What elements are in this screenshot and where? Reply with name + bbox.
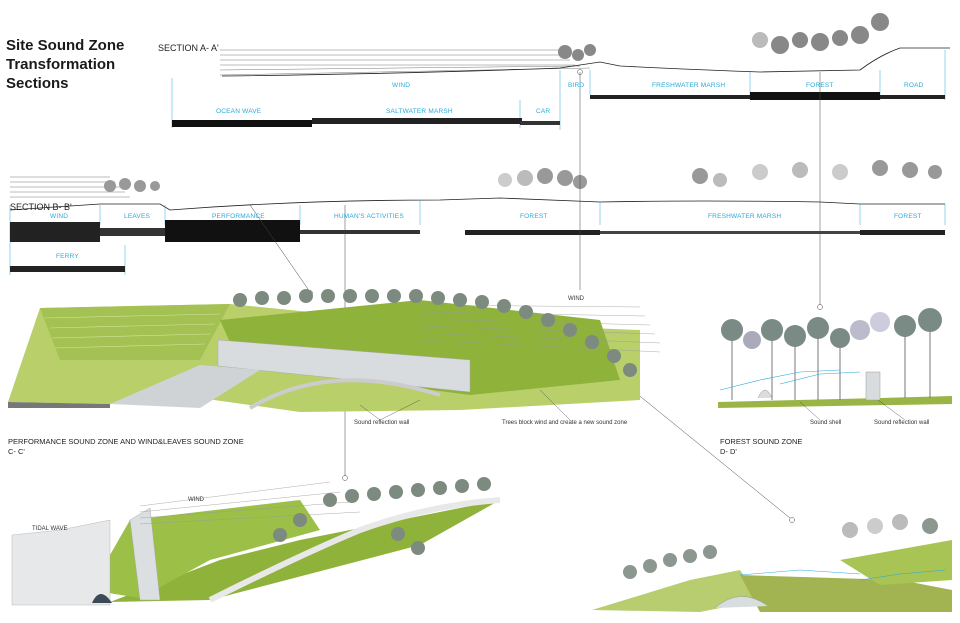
perspective-e-tidal-label: TIDAL WAVE [32,526,68,532]
perspective-d-ground [718,396,952,408]
title-line-3: Sections [6,75,69,92]
perspective-c-side [8,402,110,408]
section-b-ground [9,197,945,211]
zone-b-humans-activities: HUMAN'S ACTIVITIES [334,213,404,220]
section-a-wave-4 [172,120,312,127]
perspective-e-wind-lines [139,481,361,525]
zone-a-wind: WIND [392,82,411,89]
zone-a-car: CAR [536,108,551,115]
perspective-c-wall [217,339,471,393]
perspective-c-note-leaders [359,389,571,421]
perspective-c-caption: PERFORMANCE SOUND ZONE AND WIND&LEAVES S… [8,437,244,446]
zone-a-bird: BIRD [568,82,585,89]
section-b-wave-8 [10,266,125,272]
zone-b-freshwater-marsh: FRESHWATER MARSH [708,213,782,220]
section-a-wave-2 [750,92,880,100]
zone-b-ferry: FERRY [56,253,79,260]
page-title: Site Sound Zone Transformation Sections [6,36,166,93]
section-a-ground [221,47,950,77]
zone-a-ocean-wave: OCEAN WAVE [216,108,262,115]
section-a-wave-6 [520,121,560,125]
perspective-f-hill [840,540,952,585]
perspective-c-caption-id: C- C' [8,447,25,456]
perspective-d-note-shell: Sound shell [810,420,842,426]
perspective-c-terrace-lines [44,313,221,349]
perspective-f-sound-rays [739,569,946,581]
perspective-c-terraces [40,304,230,360]
perspective-c-wind-label: WIND [568,296,584,302]
section-b-wave-3 [165,220,300,242]
section-b-wave-4 [300,230,420,234]
perspective-f-trees [623,514,938,579]
zone-b-performance: PERFORMANCE [212,213,265,220]
perspective-f-marsh [740,575,952,612]
perspective-d-wall [865,371,881,401]
zone-b-leaves: LEAVES [124,213,151,220]
zone-a-forest: FOREST [806,82,834,89]
perspective-e-wall [129,507,161,601]
perspective-f-shell [714,596,769,609]
perspective-e-trees [273,477,491,555]
perspective-d-note-wall: Sound reflection wall [874,420,930,426]
perspective-d-note-leaders [799,399,906,421]
perspective-e-wind-label: WIND [188,497,204,503]
section-b-trees [104,160,942,192]
zone-a-road: ROAD [904,82,924,89]
section-a-wave-5 [312,118,522,124]
title-line-1: Site Sound Zone [6,37,125,54]
section-b-wave-6 [600,231,860,234]
zone-b-forest-1: FOREST [520,213,548,220]
section-a-label: SECTION A- A' [158,43,219,53]
section-a-dividers [171,50,946,130]
section-a-trees [558,13,889,61]
zone-b-wind: WIND [50,213,69,220]
section-b-wave-7 [860,230,945,235]
section-b-wave-5 [465,230,600,235]
perspective-c-note-trees: Trees block wind and create a new sound … [502,420,628,426]
perspective-f-ground [592,570,760,612]
perspective-c-trees [233,289,637,377]
perspective-e-tunnel [92,594,112,603]
section-a-fan-lines [219,49,591,76]
perspective-c-arc [248,378,441,410]
section-b-wave-1 [10,222,100,242]
perspective-c-note-wall: Sound reflection wall [354,420,410,426]
perspective-e-path [208,497,501,603]
zone-a-saltwater-marsh: SALTWATER MARSH [386,108,453,115]
perspective-d-trees [721,308,942,349]
section-b-dividers [9,200,946,275]
zone-a-freshwater-marsh: FRESHWATER MARSH [652,82,726,89]
perspective-d-shell [757,389,773,399]
zone-b-forest-2: FOREST [894,213,922,220]
section-b-fan-lines [10,176,130,198]
title-line-2: Transformation [6,56,116,73]
perspective-c-plaza [110,365,260,408]
perspective-d-caption: FOREST SOUND ZONE [720,437,803,446]
perspective-d-caption-id: D- D' [720,447,737,456]
section-a-wave-1 [590,95,750,99]
perspective-d-sound-rays [719,369,861,391]
section-b-label: SECTION B- B' [10,202,72,212]
perspective-e-stepped-edge [11,519,111,606]
connector-lines [249,69,823,523]
section-a-wave-3 [880,95,945,99]
section-b-wave-2 [100,228,165,236]
